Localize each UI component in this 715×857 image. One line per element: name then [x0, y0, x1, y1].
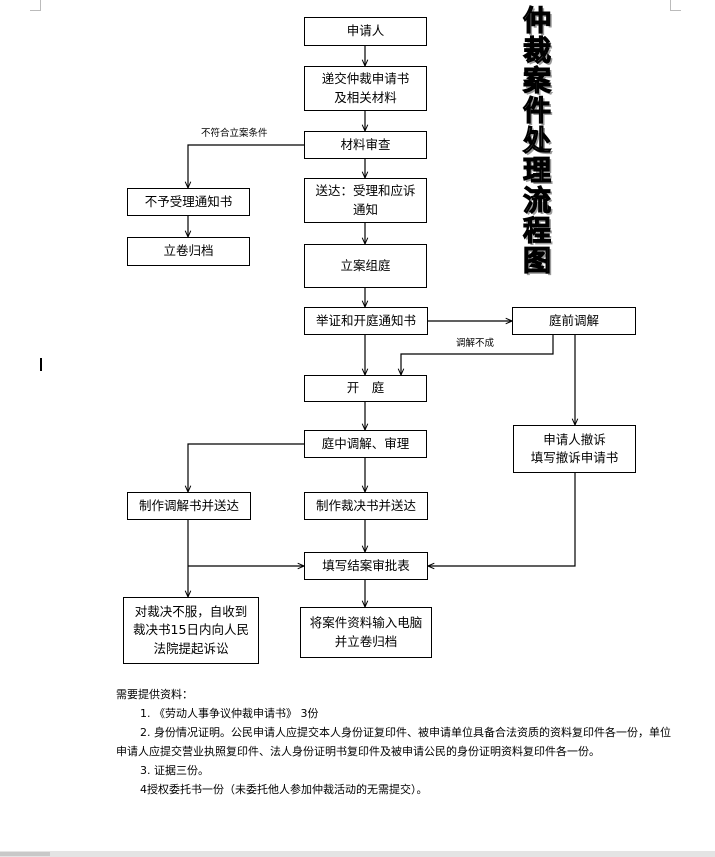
edge-label-not-qualified: 不符合立案条件: [201, 128, 268, 139]
title-char: 程: [522, 214, 551, 247]
node-hearing: 开 庭: [304, 375, 427, 402]
node-applicant: 申请人: [304, 17, 427, 46]
diagram-title: 仲 裁 案 件 处 理 流 程 图: [513, 4, 561, 277]
notes-item-4: 4授权委托书一份（未委托他人参加仲裁活动的无需提交）。: [140, 783, 428, 796]
title-char: 图: [522, 244, 551, 277]
edge-review-reject: [188, 144, 305, 188]
required-materials-notes: 需要提供资料： 1. 《劳动人事争议仲裁申请书》 3份 2. 身份情况证明。公民…: [116, 685, 676, 799]
title-char: 仲: [522, 4, 551, 37]
horizontal-scrollbar[interactable]: [0, 851, 715, 857]
title-char: 案: [522, 64, 551, 97]
node-material-review: 材料审查: [304, 131, 427, 159]
node-closing-approval-form: 填写结案审批表: [304, 552, 428, 580]
node-withdrawal: 申请人撤诉 填写撤诉申请书: [513, 425, 636, 473]
notes-heading: 需要提供资料：: [116, 688, 193, 701]
title-char: 理: [522, 154, 551, 187]
edge-withdraw-closing: [428, 473, 576, 566]
node-input-and-archive: 将案件资料输入电脑 并立卷归档: [300, 607, 432, 658]
node-service-notice: 送达：受理和应诉 通知: [304, 178, 427, 223]
node-reject-notice: 不予受理通知书: [127, 188, 250, 216]
notes-item-2: 2. 身份情况证明。公民申请人应提交本人身份证复印件、被申请单位具备合法资质的资…: [116, 726, 671, 758]
scrollbar-thumb[interactable]: [0, 852, 50, 856]
node-trial-mediation: 庭中调解、审理: [304, 430, 427, 458]
title-char: 处: [522, 124, 551, 157]
edge-trial-mediationdoc: [188, 443, 305, 492]
node-pre-hearing-mediation: 庭前调解: [512, 307, 636, 335]
node-mediation-document: 制作调解书并送达: [127, 492, 251, 520]
edge-premediation-hearing: [401, 335, 554, 375]
notes-item-3: 3. 证据三份。: [140, 764, 209, 777]
edge-label-mediation-failed: 调解不成: [456, 338, 495, 349]
node-award-document: 制作裁决书并送达: [304, 492, 428, 520]
title-char: 裁: [522, 34, 551, 67]
node-evidence-hearing-notice: 举证和开庭通知书: [304, 307, 428, 335]
node-appeal-to-court: 对裁决不服，自收到 裁决书15日内向人民 法院提起诉讼: [123, 597, 259, 664]
title-char: 件: [522, 94, 551, 127]
text-cursor: [40, 358, 42, 371]
notes-item-1: 1. 《劳动人事争议仲裁申请书》 3份: [140, 707, 319, 720]
node-archive-reject: 立卷归档: [127, 237, 250, 266]
title-char: 流: [522, 184, 551, 217]
crop-mark-top-right: [670, 0, 681, 11]
node-form-tribunal: 立案组庭: [304, 244, 427, 288]
node-submit-application: 递交仲裁申请书 及相关材料: [304, 66, 427, 111]
crop-mark-top-left: [30, 0, 41, 11]
